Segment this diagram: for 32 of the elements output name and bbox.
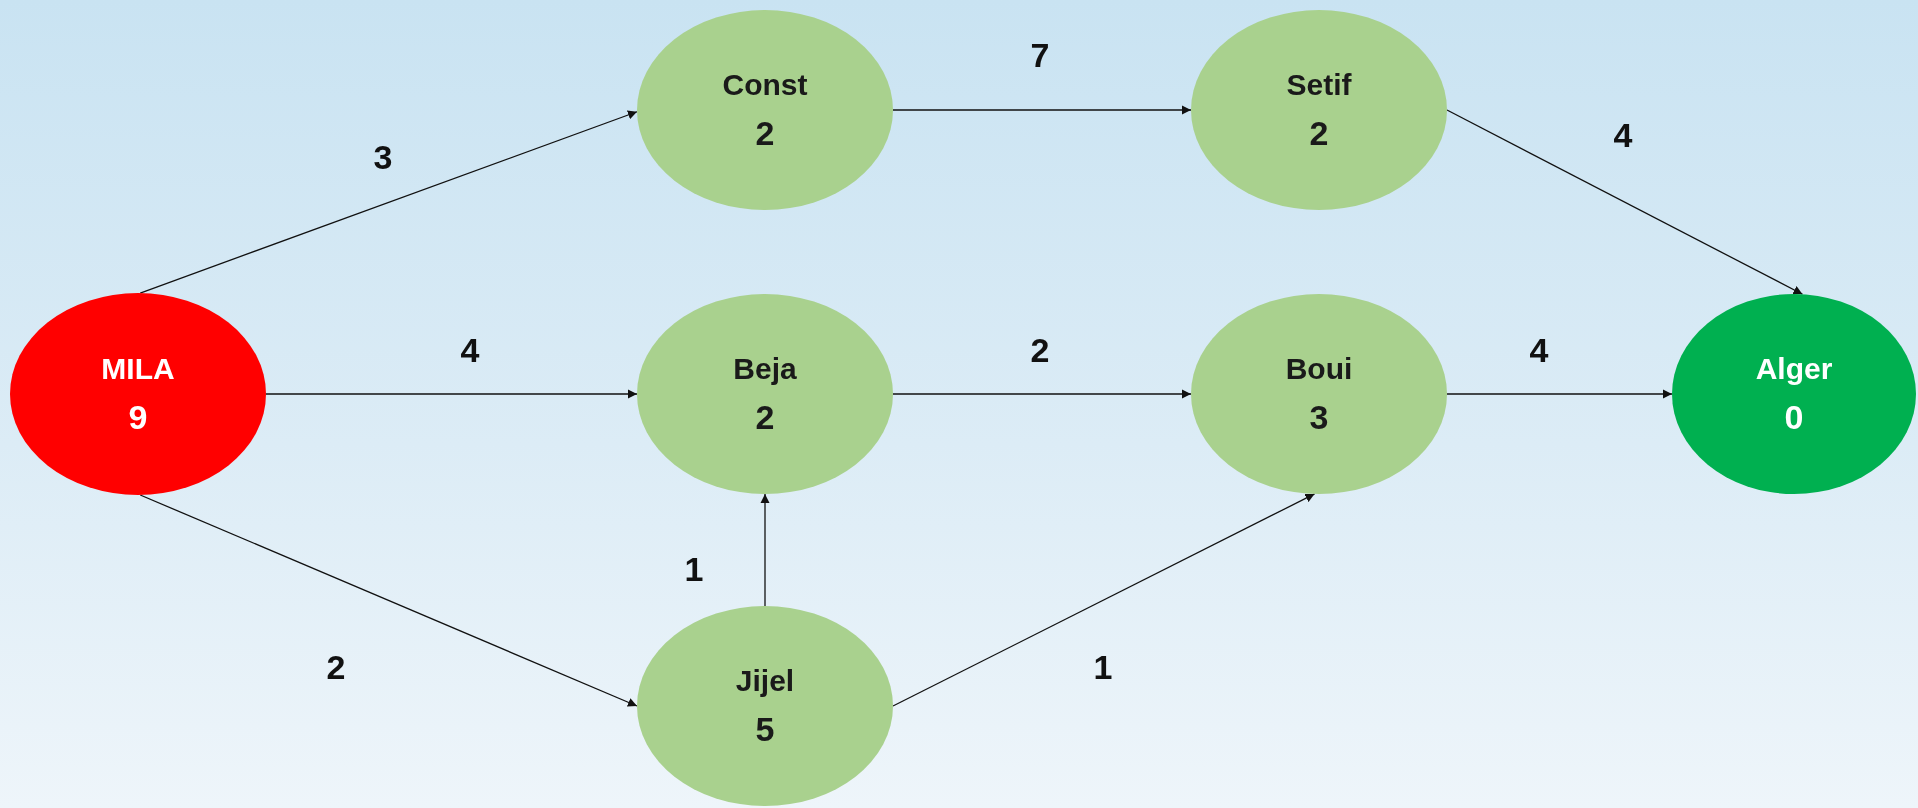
edge-label: 4 xyxy=(460,333,480,367)
arrow xyxy=(139,494,638,707)
node-value: 0 xyxy=(1784,400,1804,434)
edge-label: 1 xyxy=(1093,650,1113,684)
node-name: Alger xyxy=(1755,354,1833,384)
node-value: 2 xyxy=(755,116,775,150)
node-value: 3 xyxy=(1309,400,1329,434)
arrow xyxy=(892,493,1316,707)
edge-label: 1 xyxy=(684,552,704,586)
arrow xyxy=(892,105,1192,115)
arrow xyxy=(265,389,638,399)
edge-label: 2 xyxy=(326,650,346,684)
arrow xyxy=(892,389,1192,399)
node-value: 9 xyxy=(128,400,148,434)
arrow xyxy=(1446,109,1804,295)
node-name: Boui xyxy=(1285,354,1353,384)
edge-label: 4 xyxy=(1529,333,1549,367)
node-name: Beja xyxy=(733,354,797,384)
edge-label: 3 xyxy=(373,140,393,174)
node-name: Const xyxy=(722,70,808,100)
edge-label: 4 xyxy=(1613,118,1633,152)
node-name: MILA xyxy=(101,354,175,384)
node-name: Jijel xyxy=(735,666,795,696)
arrow xyxy=(139,110,638,294)
node-value: 5 xyxy=(755,712,775,746)
edge-label: 2 xyxy=(1030,333,1050,367)
node-value: 2 xyxy=(1309,116,1329,150)
arrow xyxy=(1446,389,1673,399)
edge-label: 7 xyxy=(1030,38,1050,72)
node-value: 2 xyxy=(755,400,775,434)
node-name: Setif xyxy=(1286,70,1352,100)
arrow xyxy=(760,493,770,607)
